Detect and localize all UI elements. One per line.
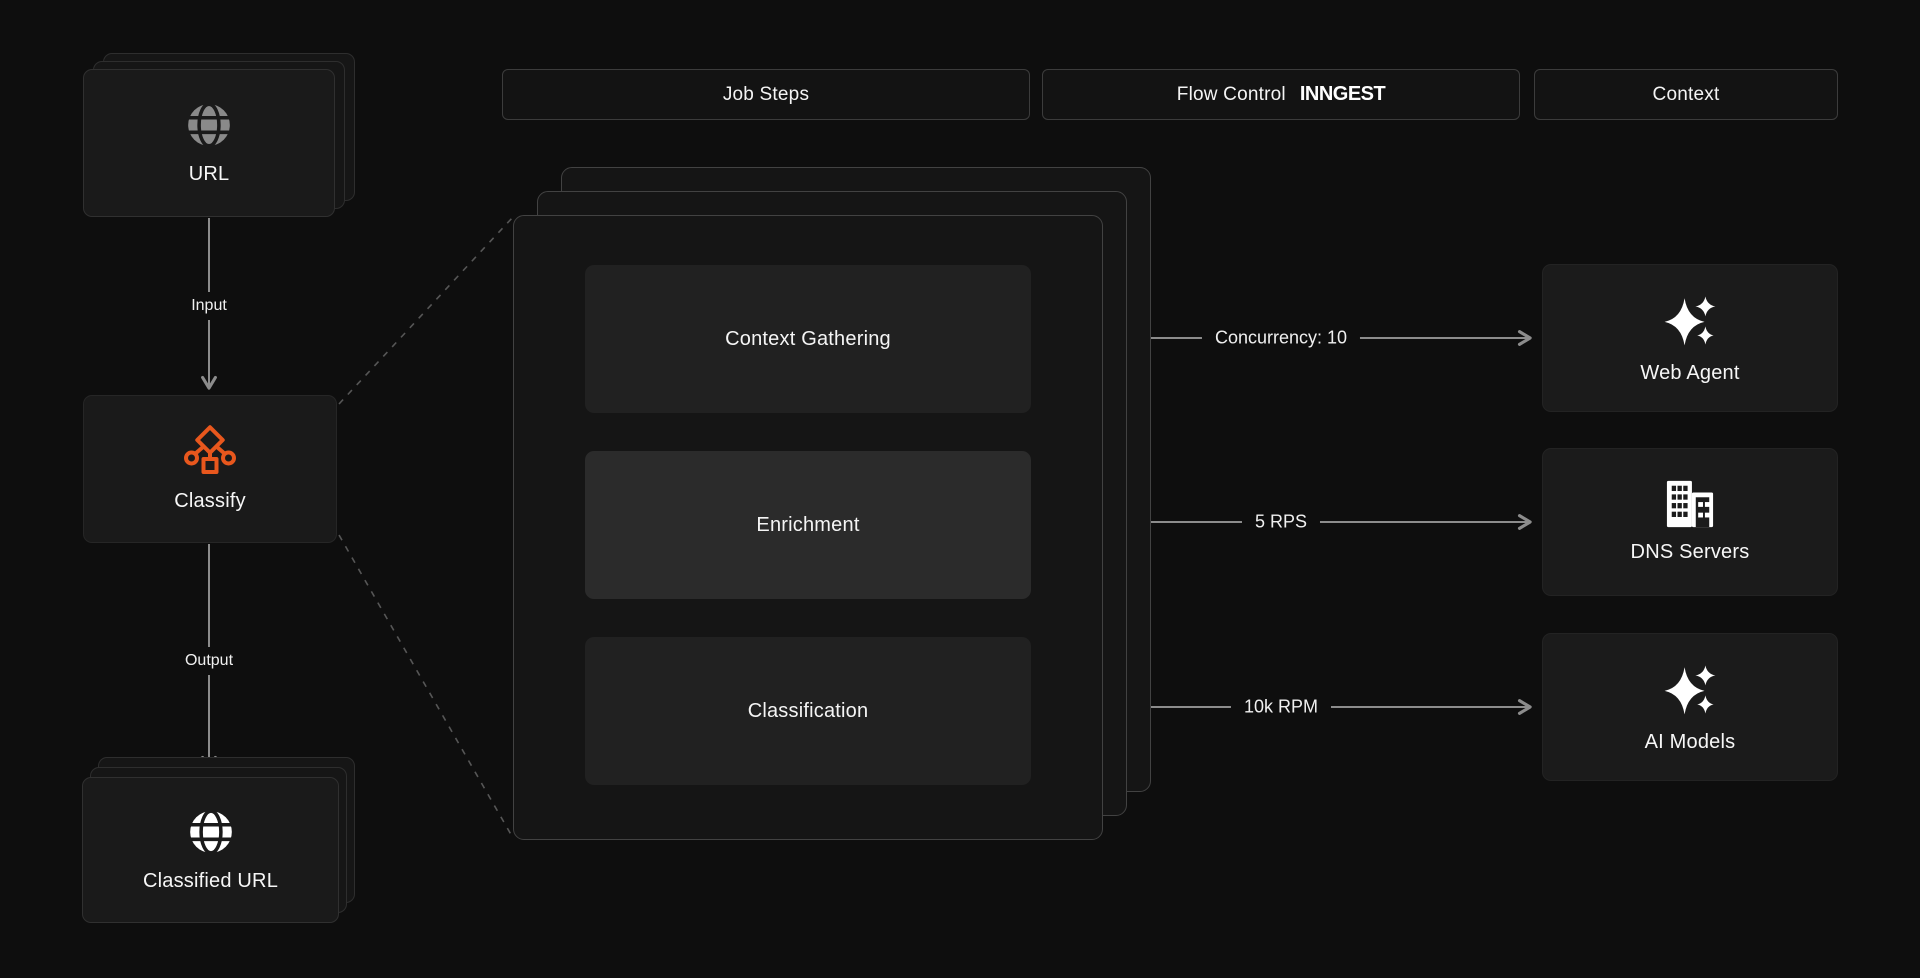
node-dns-servers: DNS Servers [1542,448,1838,596]
node-web-agent: Web Agent [1542,264,1838,412]
classify-node-label: Classify [174,490,246,512]
globe-icon [189,809,232,855]
step-label: Enrichment [756,513,860,536]
step-label: Context Gathering [725,327,891,350]
node-ai-models: AI Models [1542,633,1838,781]
sparkles-icon [1664,296,1716,346]
url-node: URL [83,69,335,217]
output-edge-label: Output [175,647,243,675]
sparkles-icon [1664,665,1716,715]
input-edge-label: Input [182,292,236,320]
header-context-label: Context [1652,83,1720,105]
flow-label-rpm: 10k RPM [1230,694,1332,720]
dashed-connector-bottom [338,534,514,839]
header-job-steps: Job Steps [502,69,1030,120]
buildings-icon [1666,480,1714,528]
step-enrichment: Enrichment [585,451,1031,599]
classified-url-node: Classified URL [82,777,339,923]
ai-models-label: AI Models [1644,731,1736,753]
header-context: Context [1534,69,1838,120]
classify-flow-icon [184,425,236,474]
step-label: Classification [747,699,869,722]
flow-label-concurrency: Concurrency: 10 [1201,325,1361,351]
step-classification: Classification [585,637,1031,785]
header-flow-control-label: Flow Control [1176,83,1286,105]
globe-icon [188,102,230,148]
classified-url-node-label: Classified URL [142,870,279,892]
header-job-steps-label: Job Steps [722,83,810,105]
flow-label-rps: 5 RPS [1241,509,1321,535]
step-context-gathering: Context Gathering [585,265,1031,413]
dashed-connector-top [338,216,514,405]
web-agent-label: Web Agent [1640,362,1740,384]
url-node-label: URL [188,163,230,185]
dns-servers-label: DNS Servers [1630,541,1750,563]
header-flow-control: Flow Control INNGEST [1042,69,1520,120]
classify-node: Classify [83,395,337,543]
inngest-logo: INNGEST [1299,83,1386,105]
